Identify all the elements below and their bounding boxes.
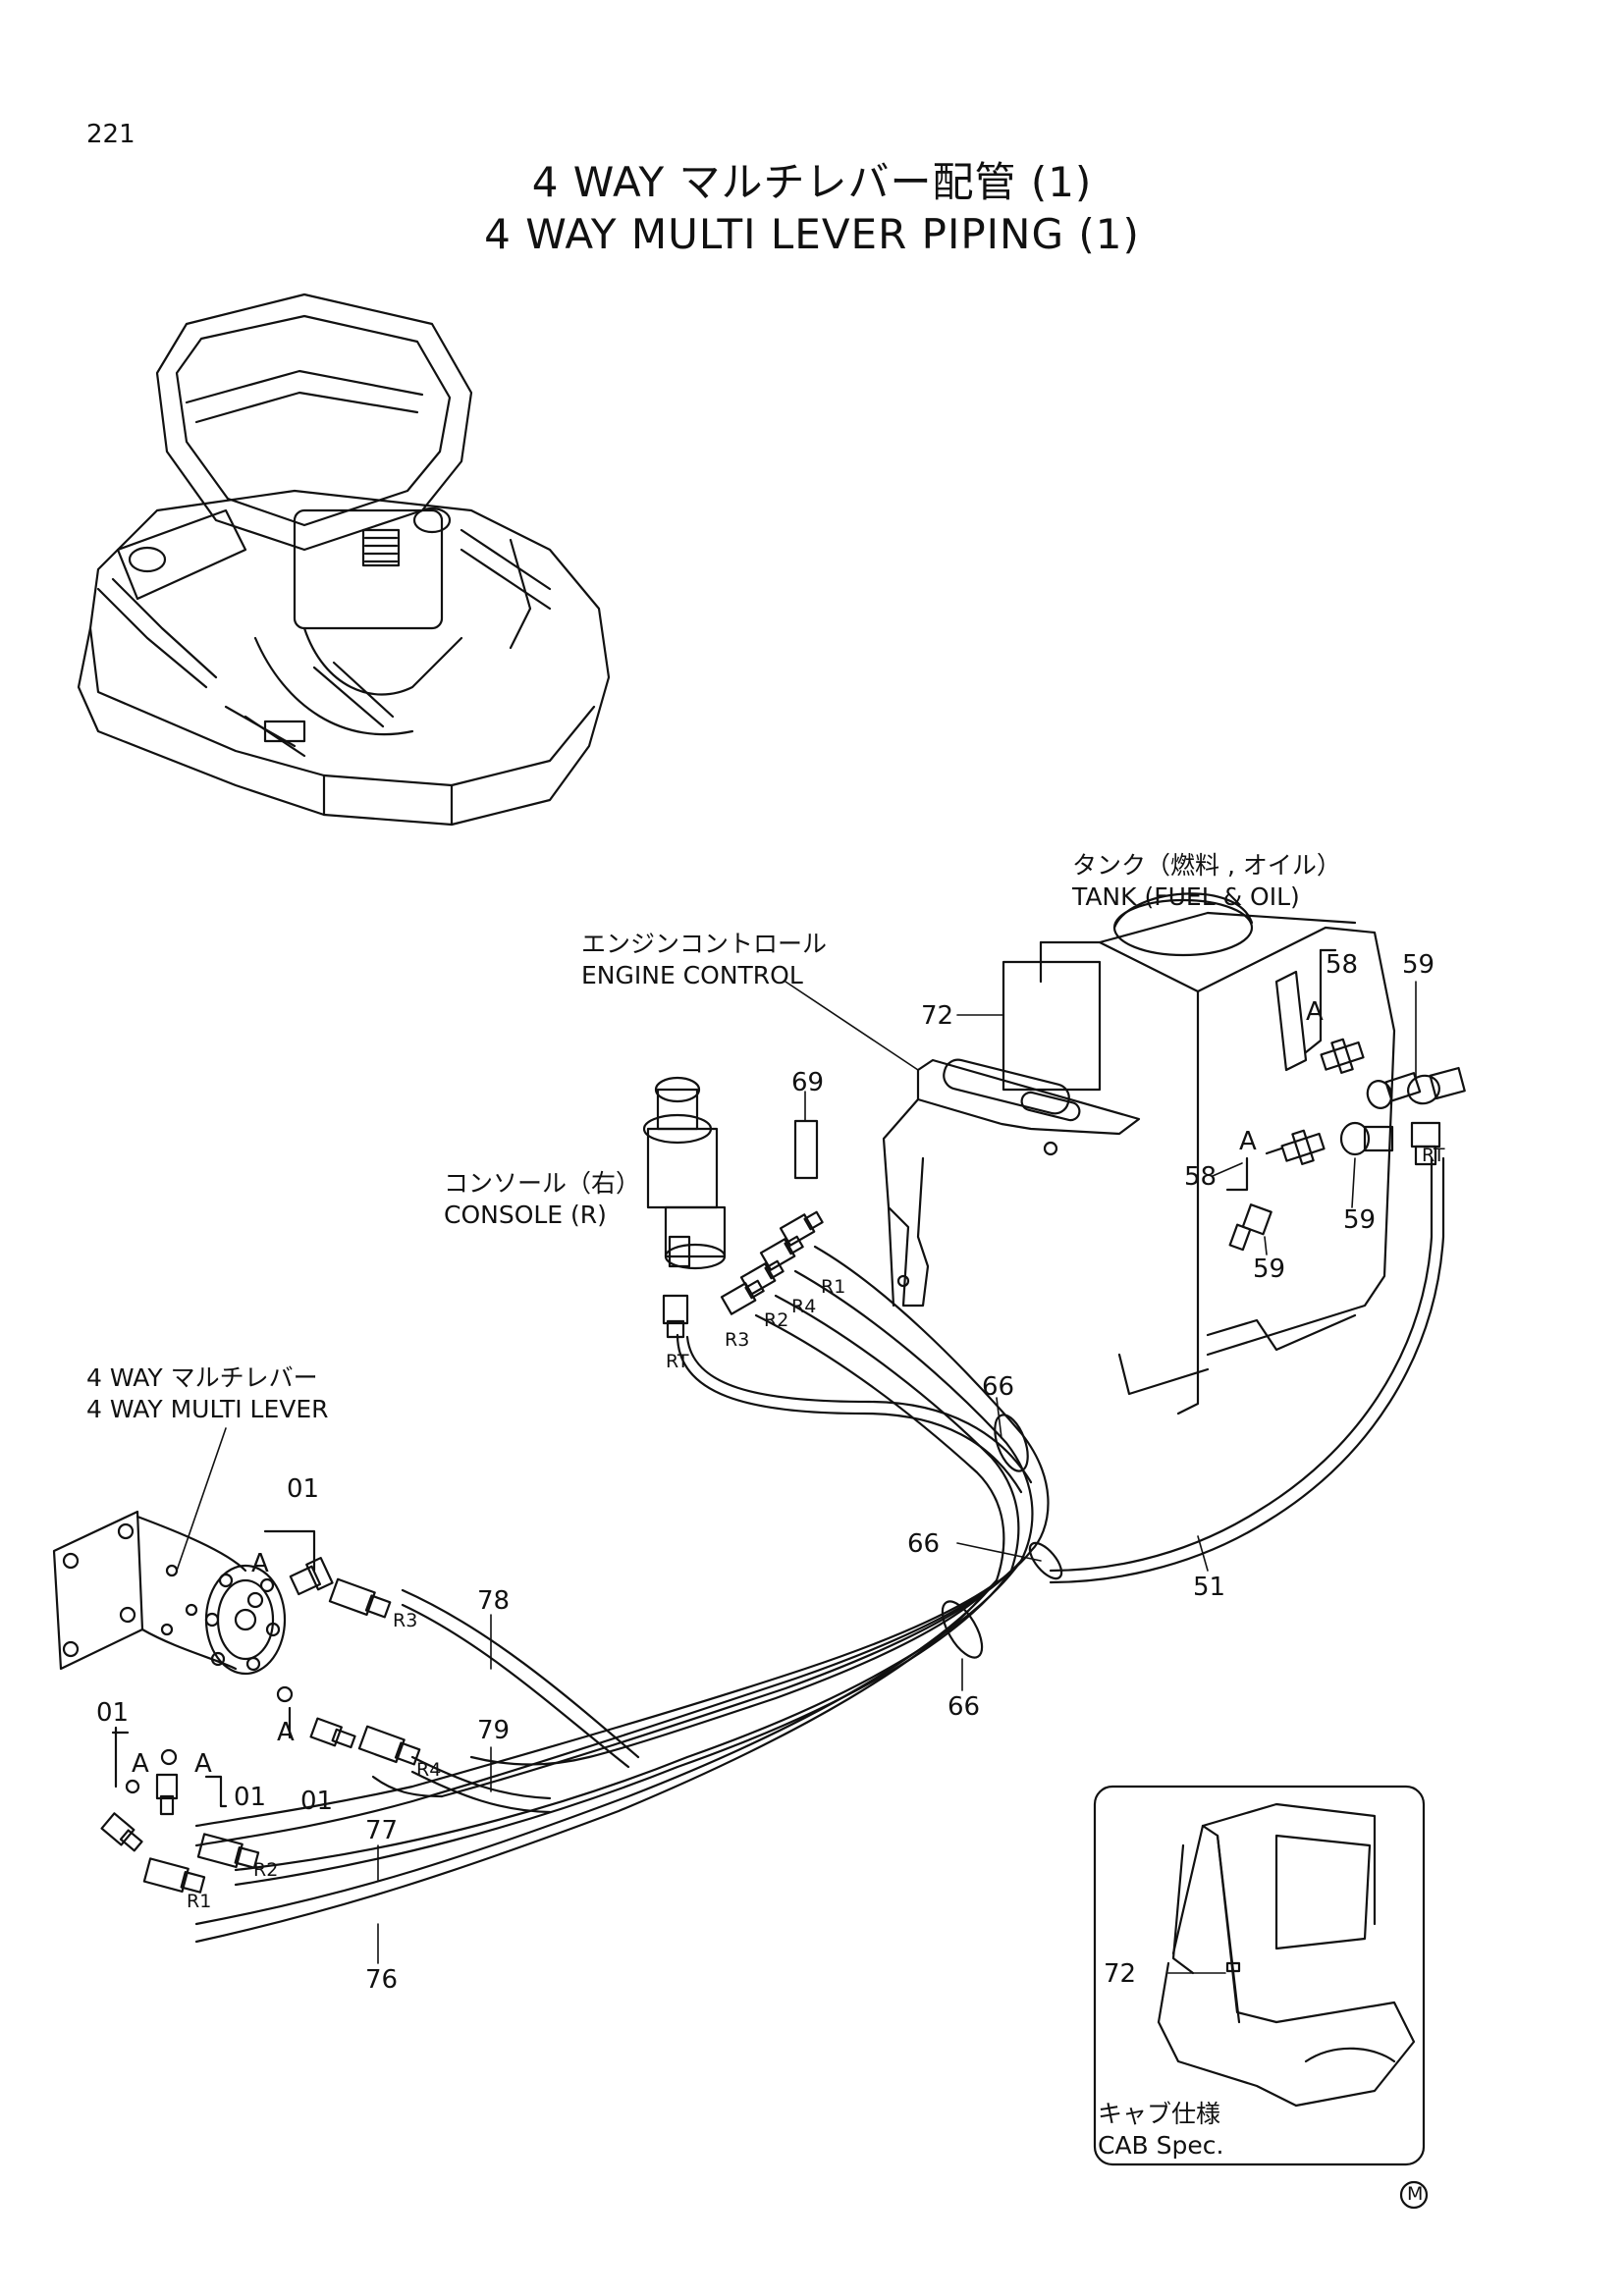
engine-control-bracket — [793, 1058, 1141, 1308]
callout-72: 72 — [921, 1001, 954, 1031]
console-caption-jp: コンソール（右） — [444, 1169, 641, 1198]
callout-66: 66 — [982, 1372, 1015, 1402]
tank-caption-jp: タンク（燃料 , オイル） — [1072, 851, 1341, 880]
console-caption: コンソール（右） CONSOLE (R) — [444, 1168, 640, 1231]
callout-69: 69 — [791, 1068, 825, 1097]
marker-rt: RT — [1422, 1145, 1445, 1166]
multi-lever-caption-en: 4 WAY MULTI LEVER — [86, 1395, 329, 1423]
callout-79: 79 — [477, 1716, 511, 1745]
marker-a: A — [251, 1549, 269, 1578]
engine-control-caption-en: ENGINE CONTROL — [581, 961, 803, 989]
marker-r1: R1 — [821, 1276, 846, 1298]
marker-r2: R2 — [764, 1309, 789, 1331]
tank-caption: タンク（燃料 , オイル） TANK (FUEL & OIL) — [1072, 850, 1341, 913]
callout-72: 72 — [1104, 1959, 1137, 1989]
marker-r3: R3 — [393, 1610, 418, 1631]
callout-59: 59 — [1253, 1255, 1286, 1284]
callout-01: 01 — [300, 1787, 334, 1816]
cab-spec-caption-en: CAB Spec. — [1098, 2131, 1224, 2160]
console-valve — [642, 1076, 824, 1339]
engine-control-caption-jp: エンジンコントロール — [581, 930, 828, 958]
circled-m-letter: M — [1407, 2183, 1424, 2205]
tank-assembly — [1001, 892, 1396, 1415]
multi-lever-caption: 4 WAY マルチレバー 4 WAY MULTI LEVER — [86, 1362, 329, 1425]
marker-a: A — [1239, 1127, 1257, 1156]
hose-bundle — [194, 1156, 1445, 1944]
leader-lines — [176, 981, 1417, 1974]
marker-a: A — [277, 1718, 295, 1747]
multi-lever-caption-jp: 4 WAY マルチレバー — [86, 1363, 318, 1392]
callout-66: 66 — [907, 1529, 941, 1559]
callout-66: 66 — [947, 1692, 981, 1722]
marker-r4: R4 — [791, 1296, 817, 1317]
circled-m-mark — [1399, 2180, 1429, 2210]
callout-01: 01 — [96, 1698, 130, 1728]
marker-a: A — [194, 1749, 212, 1779]
marker-a: A — [132, 1749, 149, 1779]
cab-spec-caption-jp: キャブ仕様 — [1098, 2100, 1221, 2128]
callout-76: 76 — [365, 1965, 399, 1995]
cab-inset — [1093, 1785, 1426, 2166]
console-caption-en: CONSOLE (R) — [444, 1201, 607, 1229]
tank-caption-en: TANK (FUEL & OIL) — [1072, 882, 1300, 911]
marker-r1: R1 — [187, 1891, 212, 1912]
title-english: 4 WAY MULTI LEVER PIPING (1) — [484, 210, 1140, 258]
tank-fittings — [1225, 948, 1466, 1252]
marker-r2: R2 — [253, 1859, 279, 1881]
marker-rt: RT — [666, 1351, 689, 1372]
multi-lever-valve — [52, 1510, 421, 1894]
callout-59: 59 — [1343, 1205, 1377, 1235]
title-japanese: 4 WAY マルチレバー配管 (1) — [531, 158, 1093, 206]
engine-control-caption: エンジンコントロール ENGINE CONTROL — [581, 929, 827, 991]
callout-77: 77 — [365, 1816, 399, 1845]
callout-51: 51 — [1193, 1573, 1226, 1602]
callout-59: 59 — [1402, 950, 1435, 980]
callout-78: 78 — [477, 1586, 511, 1616]
marker-r3: R3 — [725, 1329, 750, 1351]
marker-r4: R4 — [416, 1759, 442, 1781]
callout-01: 01 — [287, 1474, 320, 1504]
page-number: 221 — [86, 120, 135, 149]
callout-01: 01 — [234, 1783, 267, 1812]
callout-58: 58 — [1326, 950, 1359, 980]
callout-58: 58 — [1184, 1162, 1218, 1192]
cab-spec-caption: キャブ仕様 CAB Spec. — [1098, 2099, 1223, 2162]
marker-a: A — [1306, 997, 1324, 1027]
machine-overview-sketch — [77, 293, 611, 827]
